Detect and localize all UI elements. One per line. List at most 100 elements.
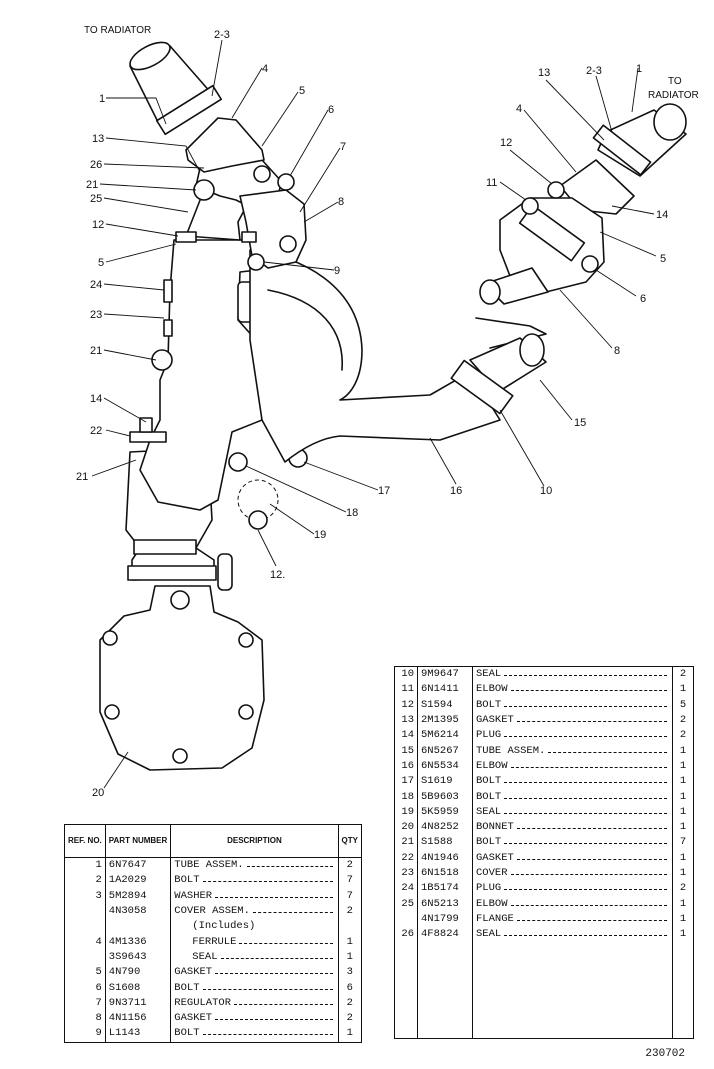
description-cell: TUBE ASSEM.	[170, 857, 339, 874]
bolt-18	[228, 452, 248, 472]
callout-5: 5	[299, 85, 305, 97]
part-number-cell: S1588	[417, 835, 473, 851]
qty-cell: 7	[346, 874, 353, 887]
callout-r10: 10	[540, 485, 552, 497]
callout-2-3: 2-3	[214, 29, 230, 41]
ref-cell: 17	[394, 774, 418, 790]
callout-22: 22	[90, 425, 102, 437]
callout-1: 1	[99, 93, 105, 105]
part-number-cell: 5M2894	[105, 888, 172, 904]
description-text: BOLT	[476, 836, 502, 849]
plug-24	[163, 319, 173, 337]
description-cell: ELBOW	[472, 682, 673, 698]
description-text: TUBE ASSEM.	[476, 744, 546, 757]
ref-cell: 2	[64, 873, 106, 889]
description-text: SEAL	[476, 928, 502, 941]
qty-cell: 1	[679, 805, 687, 818]
bolt-21	[253, 165, 271, 183]
description-cell: BOLT	[472, 835, 673, 851]
part-number-cell: 4F8824	[417, 927, 473, 943]
callout-25: 25	[90, 193, 102, 205]
description-cell: COVER	[472, 865, 673, 882]
callout-r11: 11	[486, 177, 497, 189]
callout-labels: 1 2-3 4 5 6 7 8 13 26 21 25 12 5 9 24 23…	[76, 29, 668, 799]
callout-21b: 21	[90, 345, 102, 357]
ref-cell	[64, 949, 106, 966]
cover-body	[139, 239, 263, 511]
tube-15-end	[519, 333, 545, 367]
ref-cell: 4	[64, 934, 106, 950]
description-text: COVER	[476, 867, 508, 879]
leader-dashes	[504, 797, 667, 799]
part-number-cell: 6N1411	[417, 682, 473, 698]
description-text: SEAL	[476, 805, 502, 818]
ref-cell: 7	[64, 995, 106, 1011]
qty-cell: 1	[679, 790, 687, 803]
part-number-cell: 1A2029	[105, 873, 172, 889]
description-text: BOLT	[476, 775, 502, 788]
qty-cell: 1	[679, 683, 687, 696]
plug-14	[139, 417, 153, 433]
description-text: TUBE ASSEM.	[174, 859, 244, 872]
leader-dashes	[516, 721, 667, 723]
table-filler-row	[394, 942, 694, 1039]
callout-12b: 12.	[270, 569, 285, 581]
ref-cell: 3	[64, 888, 106, 904]
bonnet-bolt	[238, 632, 254, 648]
leader-dashes	[252, 912, 333, 914]
leader-dashes	[239, 942, 333, 944]
description-cell: BOLT	[170, 980, 339, 996]
drawing-number: 230702	[645, 1048, 685, 1060]
description-cell: SEAL	[170, 949, 339, 966]
leader-dashes	[510, 766, 667, 768]
leader-dashes	[548, 751, 667, 753]
ref-cell: 13	[394, 712, 418, 729]
part-number-cell: L1143	[105, 1026, 172, 1043]
callout-r12: 12	[500, 137, 512, 149]
callout-r4: 4	[516, 103, 522, 115]
qty-cell: 2	[679, 882, 687, 895]
callout-26: 26	[90, 159, 102, 171]
lower-flange	[133, 539, 197, 555]
regulator-7-right	[518, 204, 586, 262]
callout-5b: 5	[98, 257, 104, 269]
description-cell: WASHER	[170, 888, 339, 904]
leader-dashes	[504, 843, 667, 845]
header-part-number: PART NUMBER	[105, 824, 172, 858]
callout-21c: 21	[76, 471, 88, 483]
qty-cell: 2	[679, 729, 687, 742]
callout-19: 19	[314, 529, 326, 541]
description-text: GASKET	[174, 1012, 213, 1025]
ref-cell	[394, 911, 418, 928]
leader-dashes	[215, 1019, 333, 1021]
outlet-end-right	[479, 279, 501, 305]
left-assembly	[99, 41, 501, 771]
ref-cell: 11	[394, 682, 418, 698]
leader-dashes	[504, 935, 667, 937]
bolt-6-right	[581, 255, 599, 273]
description-cell: BOLT	[472, 774, 673, 790]
ref-cell: 22	[394, 850, 418, 866]
ref-cell: 24	[394, 881, 418, 897]
qty-cell: 1	[679, 775, 687, 788]
ref-cell: 25	[394, 896, 418, 912]
leader-dashes	[504, 705, 667, 707]
description-cell: FLANGE	[472, 911, 673, 928]
callout-r6: 6	[640, 293, 646, 305]
gasket-13	[155, 84, 223, 136]
qty-cell: 1	[679, 867, 687, 879]
